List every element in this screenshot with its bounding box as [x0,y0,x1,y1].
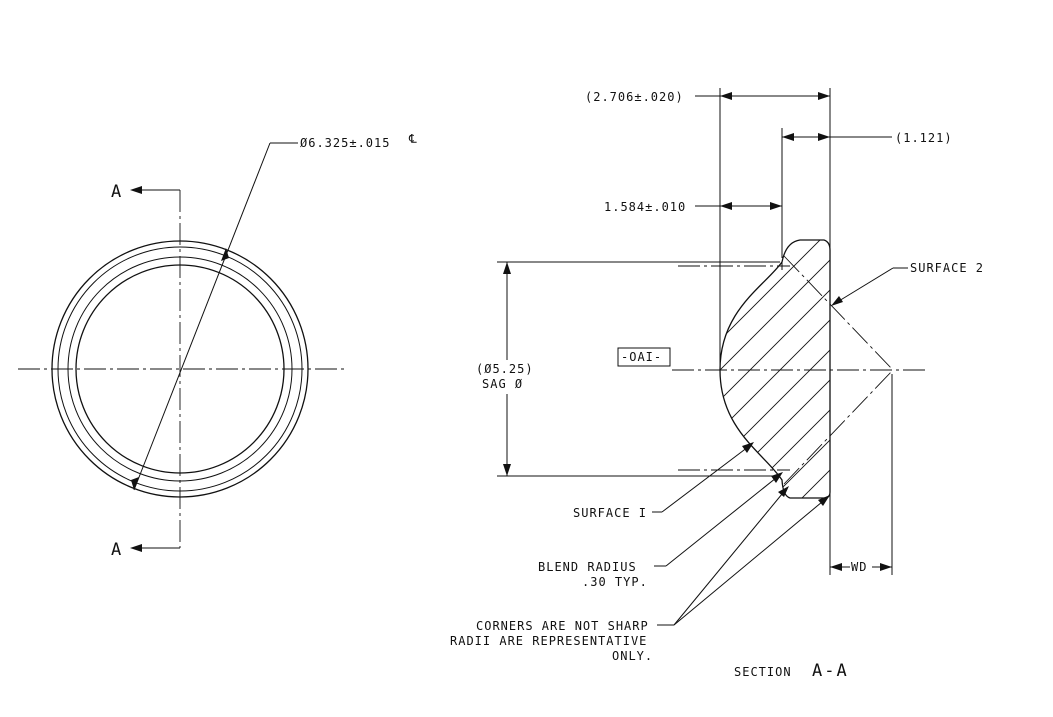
corners-note-arrow-1 [778,486,789,497]
blend-radius-value: .30 TYP. [582,575,648,589]
blend-radius-label: BLEND RADIUS [538,560,637,574]
overall-length-arrow-right [818,92,830,100]
centerline-symbol: ℄ [408,132,418,146]
section-mark-bottom-arrow [130,544,142,552]
center-thickness-arrow-left [720,202,732,210]
section-view: (2.706±.020) (1.121) 1.584±.010 (Ø5.25) … [450,88,984,681]
diameter-callout: Ø6.325±.015 [300,136,390,150]
diameter-arrow-bottom [131,477,139,490]
sag-diameter-label-bg [470,360,542,394]
overall-length-arrow-left [720,92,732,100]
corners-note-line-2: RADII ARE REPRESENTATIVE [450,634,647,648]
datum-box [617,347,671,367]
diameter-arrow-top [221,248,229,261]
surface-1-arrow [742,442,754,453]
surface-2-leader [833,267,894,305]
surface-1-label: SURFACE I [573,506,647,520]
diameter-leader-line [133,142,271,491]
focus-ray-upper [783,255,893,370]
section-mark-bottom-label: A [111,540,123,560]
wd-arrow-right [880,563,892,571]
sag-diameter-label: (Ø5.25) [476,362,534,376]
center-thickness-arrow-right [770,202,782,210]
lens-section-outline [719,239,831,499]
flange-thickness-arrow-left [782,133,794,141]
section-mark-top-label: A [111,182,123,202]
section-title-id: A-A [812,661,849,681]
blend-radius-leader [665,473,782,567]
sag-diameter-arrow-bottom [503,464,511,476]
surface-2-arrow [831,296,843,306]
corners-note-leader-1 [673,487,788,626]
section-hatching [720,240,830,498]
flange-thickness-arrow-right [818,133,830,141]
section-title-word: SECTION [734,665,792,679]
sag-label: SAG Ø [482,377,523,391]
center-thickness-label: 1.584±.010 [604,200,686,214]
corners-note-line-1: CORNERS ARE NOT SHARP [476,619,649,633]
wd-arrow-left [830,563,842,571]
focus-ray-lower [783,370,893,485]
surface-1-leader [661,443,753,513]
sag-diameter-arrow-top [503,262,511,274]
overall-length-label: (2.706±.020) [585,90,684,104]
wd-label: WD [851,560,867,574]
flange-thickness-label: (1.121) [895,131,953,145]
datum-label: -OAI- [621,350,662,364]
corners-note-leader-2 [673,496,829,626]
corners-note-arrow-2 [818,495,830,506]
front-view: A A Ø6.325±.015 ℄ [18,132,418,560]
surface-2-label: SURFACE 2 [910,261,984,275]
section-mark-top-arrow [130,186,142,194]
corners-note-line-3: ONLY. [612,649,653,663]
blend-radius-arrow [771,472,783,483]
